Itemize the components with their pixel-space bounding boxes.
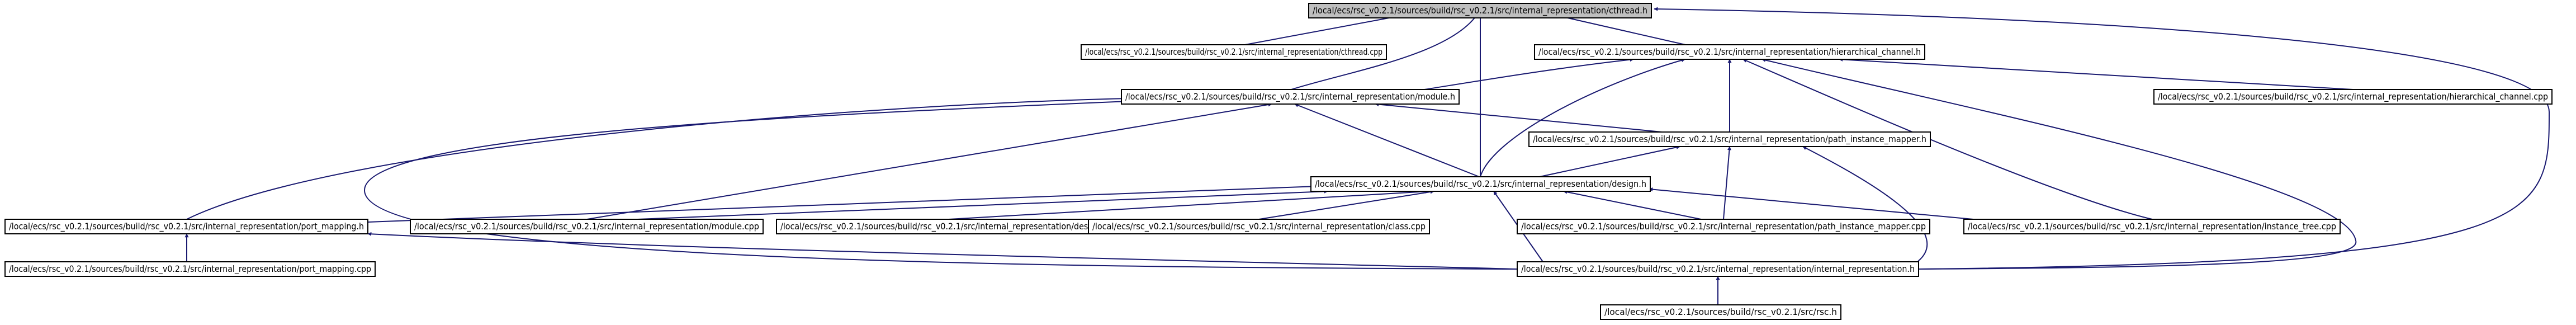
file-node-box — [410, 219, 764, 234]
include-arrow — [1839, 57, 2354, 90]
include-arrow — [1539, 145, 1680, 177]
file-node-box — [1600, 304, 1841, 320]
file-node-label: /local/ecs/rsc_v0.2.1/sources/build/rsc_… — [2158, 91, 2548, 102]
include-arrow — [1258, 190, 1434, 220]
file-node-port-mapping-cpp[interactable]: /local/ecs/rsc_v0.2.1/sources/build/rsc_… — [4, 261, 376, 277]
file-node-label: /local/ecs/rsc_v0.2.1/sources/build/rsc_… — [1533, 134, 1926, 145]
file-node-box — [4, 261, 376, 277]
file-node-label: /local/ecs/rsc_v0.2.1/sources/build/rsc_… — [414, 221, 759, 232]
file-node-box — [1517, 261, 1919, 277]
include-edge-design_h-to-hierarchical_channel_h — [1480, 58, 1685, 177]
file-node-cthread-h[interactable]: /local/ecs/rsc_v0.2.1/sources/build/rsc_… — [1308, 3, 1652, 18]
include-arrow — [367, 232, 1518, 270]
file-node-box — [4, 219, 368, 234]
file-node-label: /local/ecs/rsc_v0.2.1/sources/build/rsc_… — [9, 221, 364, 232]
file-node-label: /local/ecs/rsc_v0.2.1/sources/build/rsc_… — [780, 221, 1117, 232]
file-node-label: /local/ecs/rsc_v0.2.1/sources/build/rsc_… — [1521, 221, 1926, 232]
file-node-label: /local/ecs/rsc_v0.2.1/sources/build/rsc_… — [1604, 307, 1837, 318]
include-arrow — [1761, 58, 2357, 270]
include-edge-design_cpp-to-design_h — [948, 189, 1429, 220]
include-arrow — [1563, 190, 1702, 220]
file-node-box — [1963, 219, 2341, 234]
file-node-label: /local/ecs/rsc_v0.2.1/sources/build/rsc_… — [1092, 221, 1426, 232]
include-arrow — [1424, 58, 1634, 90]
include-edge-path_instance_mapper_cpp-to-path_instance_mapper_h — [1723, 146, 1731, 220]
include-edge-path_instance_mapper_cpp-to-design_h — [1563, 190, 1702, 220]
include-arrow — [186, 96, 1129, 220]
file-node-box — [1308, 3, 1652, 18]
include-edge-design_h-to-path_instance_mapper_h — [1539, 145, 1680, 177]
include-edge-hierarchical_channel_cpp-to-hierarchical_channel_h — [1839, 57, 2354, 90]
include-edge-port_mapping_h-to-design_h — [367, 184, 1318, 223]
file-nodes: /local/ecs/rsc_v0.2.1/sources/build/rsc_… — [4, 3, 2553, 320]
file-node-label: /local/ecs/rsc_v0.2.1/sources/build/rsc_… — [1538, 46, 1921, 58]
include-edge-design_h-to-module_h — [1294, 103, 1480, 177]
dependency-edges — [184, 7, 2550, 305]
file-node-box — [1081, 44, 1387, 60]
file-node-label: /local/ecs/rsc_v0.2.1/sources/build/rsc_… — [1085, 46, 1382, 58]
include-arrow — [367, 184, 1318, 223]
file-node-box — [1088, 219, 1430, 234]
file-node-cthread-cpp[interactable]: /local/ecs/rsc_v0.2.1/sources/build/rsc_… — [1081, 44, 1387, 60]
file-node-box — [776, 219, 1122, 234]
include-arrow — [1742, 59, 2153, 220]
include-edge-port_mapping_h-to-module_h — [186, 96, 1129, 220]
file-node-hierarchical-channel-cpp[interactable]: /local/ecs/rsc_v0.2.1/sources/build/rsc_… — [2153, 89, 2553, 105]
file-node-module-h[interactable]: /local/ecs/rsc_v0.2.1/sources/build/rsc_… — [1121, 89, 1460, 105]
include-edge-internal_representation_h-to-module_h — [363, 99, 1518, 270]
include-arrow — [1294, 103, 1480, 177]
file-node-label: /local/ecs/rsc_v0.2.1/sources/build/rsc_… — [1313, 5, 1647, 16]
file-node-box — [1534, 44, 1925, 60]
include-arrow — [1291, 12, 1479, 90]
file-node-label: /local/ecs/rsc_v0.2.1/sources/build/rsc_… — [1125, 91, 1455, 102]
include-arrow — [1649, 187, 1974, 220]
include-edge-module_cpp-to-module_h — [586, 102, 1272, 220]
file-node-class-cpp[interactable]: /local/ecs/rsc_v0.2.1/sources/build/rsc_… — [1088, 219, 1430, 234]
include-edge-module_h-to-hierarchical_channel_h — [1424, 58, 1634, 90]
include-edge-internal_representation_h-to-cthread_h — [1654, 7, 2550, 270]
include-arrow — [1480, 58, 1685, 177]
file-node-instance-tree-cpp[interactable]: /local/ecs/rsc_v0.2.1/sources/build/rsc_… — [1963, 219, 2341, 234]
file-node-box — [1121, 89, 1460, 105]
file-node-module-cpp[interactable]: /local/ecs/rsc_v0.2.1/sources/build/rsc_… — [410, 219, 764, 234]
include-arrow — [1654, 7, 2550, 270]
file-node-box — [1310, 176, 1651, 192]
include-edge-module_cpp-to-design_h — [637, 189, 1328, 220]
include-edge-path_instance_mapper_h-to-module_h — [1375, 102, 1663, 133]
include-edge-instance_tree_cpp-to-design_h — [1649, 187, 1974, 220]
file-node-label: /local/ecs/rsc_v0.2.1/sources/build/rsc_… — [1521, 263, 1915, 275]
file-node-path-instance-mapper-h[interactable]: /local/ecs/rsc_v0.2.1/sources/build/rsc_… — [1528, 131, 1931, 147]
file-node-label: /local/ecs/rsc_v0.2.1/sources/build/rsc_… — [1968, 221, 2336, 232]
file-node-path-instance-mapper-cpp[interactable]: /local/ecs/rsc_v0.2.1/sources/build/rsc_… — [1517, 219, 1930, 234]
file-node-design-h[interactable]: /local/ecs/rsc_v0.2.1/sources/build/rsc_… — [1310, 176, 1651, 192]
include-arrow — [948, 189, 1429, 220]
include-edge-internal_representation_h-to-hierarchical_channel_h — [1761, 58, 2357, 270]
file-node-box — [1517, 219, 1930, 234]
include-arrow — [1802, 146, 1928, 262]
include-edge-instance_tree_cpp-to-hierarchical_channel_h — [1742, 59, 2153, 220]
file-node-label: /local/ecs/rsc_v0.2.1/sources/build/rsc_… — [9, 263, 371, 275]
file-node-port-mapping-h[interactable]: /local/ecs/rsc_v0.2.1/sources/build/rsc_… — [4, 219, 368, 234]
include-edge-internal_representation_h-to-path_instance_mapper_h — [1802, 146, 1928, 262]
include-arrow — [363, 99, 1518, 270]
file-node-internal-representation-h[interactable]: /local/ecs/rsc_v0.2.1/sources/build/rsc_… — [1517, 261, 1919, 277]
include-edge-module_h-to-cthread_h — [1291, 12, 1479, 90]
include-edge-class_cpp-to-design_h — [1258, 190, 1434, 220]
include-arrow — [1723, 146, 1731, 220]
file-node-design-cpp[interactable]: /local/ecs/rsc_v0.2.1/sources/build/rsc_… — [776, 219, 1122, 234]
file-node-box — [1528, 131, 1931, 147]
include-arrow — [586, 102, 1272, 220]
include-edge-internal_representation_h-to-port_mapping_h — [367, 232, 1518, 270]
file-node-box — [2153, 89, 2553, 105]
include-arrow — [1375, 102, 1663, 133]
include-arrow — [637, 189, 1328, 220]
file-node-label: /local/ecs/rsc_v0.2.1/sources/build/rsc_… — [1315, 178, 1646, 190]
file-node-hierarchical-channel-h[interactable]: /local/ecs/rsc_v0.2.1/sources/build/rsc_… — [1534, 44, 1925, 60]
file-node-rsc-h[interactable]: /local/ecs/rsc_v0.2.1/sources/build/rsc_… — [1600, 304, 1841, 320]
